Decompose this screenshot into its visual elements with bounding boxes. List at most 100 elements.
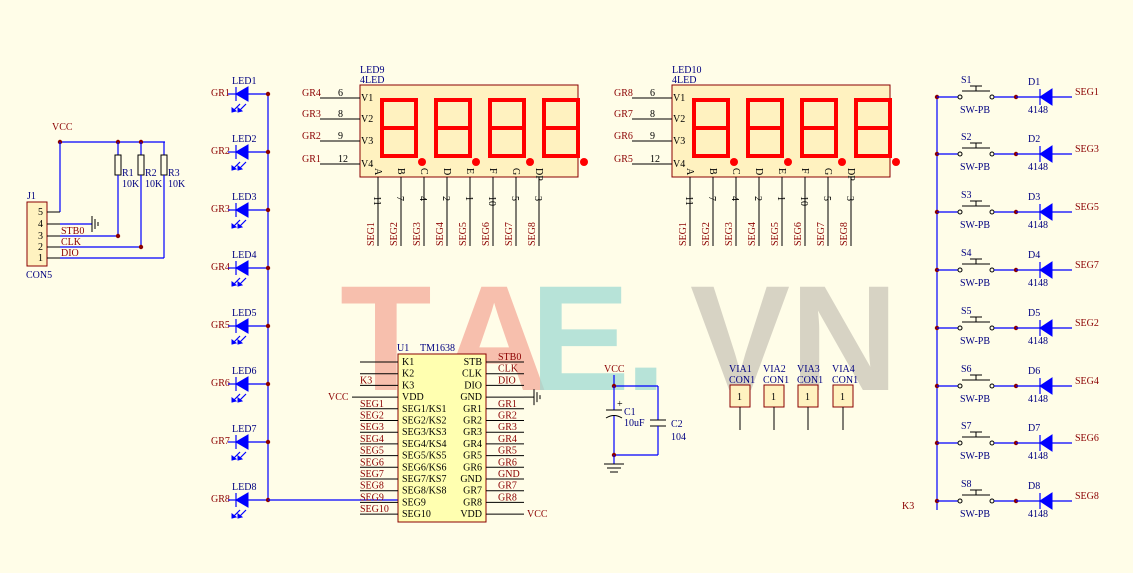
switch-contact [989,94,995,100]
net-label: SEG2 [360,411,384,422]
diode-value: 4148 [1028,451,1048,462]
diode-value: 4148 [1028,105,1048,116]
net-label: CLK [498,364,519,375]
light-arrow-icon [237,455,244,461]
diode-symbol [1039,377,1053,395]
ic-pin-name: GR7 [463,486,482,497]
decimal-point [838,158,846,166]
ic-pin-name: SEG1/KS1 [402,404,446,415]
pin-number: 5 [509,196,520,201]
pin-number: 3 [844,196,855,201]
ic-pin-name: STB [464,357,483,368]
net-label: CLK [61,237,82,248]
net-label: SEG3 [1075,144,1099,155]
ic-pin-name: GR8 [463,497,482,508]
ic-pin-name: GND [460,474,482,485]
connector-designator: J1 [27,191,36,202]
ic-pin-name: SEG7/KS7 [402,474,446,485]
switch-contact [989,440,995,446]
led-symbol [235,492,249,508]
led-column: LED1GR1LED2GR2LED3GR3LED4GR4LED5GR5LED6G… [211,76,398,519]
diode-designator: D5 [1028,308,1040,319]
net-label: GR8 [211,494,230,505]
light-arrow-icon [231,339,238,345]
switch-contact [957,267,963,273]
pin-number: 1 [463,196,474,201]
net-label: GR2 [211,146,230,157]
segment-pin-name: G [822,168,833,175]
display-designator: LED10 [672,65,701,76]
pin-number: 2 [752,196,763,201]
display-value: 4LED [360,75,384,86]
net-label: SEG3 [412,222,423,246]
net-label: GR3 [498,422,517,433]
ic-pin-name: SEG5/KS5 [402,451,446,462]
ic-designator: U1 [397,343,409,354]
net-label: SEG10 [360,504,389,515]
net-label: SEG5 [360,446,384,457]
diode-designator: D2 [1028,134,1040,145]
led-designator: LED2 [232,134,256,145]
switch-designator: S3 [961,190,972,201]
decimal-point [892,158,900,166]
via-pin-marker: 1 [805,392,810,403]
net-label: GR5 [211,320,230,331]
decimal-point [418,158,426,166]
net-label: GR5 [614,154,633,165]
diode-symbol [1039,145,1053,163]
display-value: 4LED [672,75,696,86]
resistor-body [160,154,168,176]
capacitor-plate [605,415,623,419]
switch-value: SW-PB [960,509,990,520]
segment-pin-name: F [799,168,810,174]
junction-dot [265,265,271,271]
net-label: SEG9 [360,492,384,503]
switch-designator: S8 [961,479,972,490]
pin-name: V1 [361,93,373,104]
switch-designator: S4 [961,248,972,259]
switch-contact [989,383,995,389]
net-label: GR6 [498,457,517,468]
net-label: DIO [61,248,79,259]
pin-number: 11 [371,196,382,206]
switch-contact [989,498,995,504]
switch-designator: S6 [961,364,972,375]
light-arrow-icon [237,223,244,229]
pin-number: 12 [338,154,348,165]
decimal-point [526,158,534,166]
junction-dot [138,244,144,250]
net-label: GR4 [498,434,517,445]
diode-designator: D4 [1028,250,1040,261]
ic-pin-name: SEG8/KS8 [402,486,446,497]
segment-pin-name: A [684,168,695,176]
net-label: GR8 [614,88,633,99]
pin-number: 8 [338,109,343,120]
segment-pin-name: C [418,168,429,175]
switch-designator: S5 [961,306,972,317]
net-label: SEG7 [504,222,515,246]
ic-pin-name: K1 [402,357,414,368]
resistor-body [114,154,122,176]
segment-pin-name: B [395,168,406,175]
diode-value: 4148 [1028,509,1048,520]
ic-pin-name: GR5 [463,451,482,462]
segment-pin-name: F [487,168,498,174]
diode-designator: D7 [1028,423,1040,434]
junction-dot [265,149,271,155]
diode-value: 4148 [1028,394,1048,405]
pin-number: 6 [338,88,343,99]
led-symbol [235,86,249,102]
net-label: SEG4 [747,222,758,246]
via-designator: VIA1 [729,364,752,375]
net-label: GR4 [211,262,230,273]
diode-value: 4148 [1028,162,1048,173]
ic-value: TM1638 [420,343,455,354]
switch-contact [957,94,963,100]
connector-body [26,201,48,267]
segment-pin-name: D [441,168,452,175]
net-label: SEG7 [816,222,827,246]
net-label: GR2 [498,411,517,422]
pin-name: V4 [673,159,685,170]
